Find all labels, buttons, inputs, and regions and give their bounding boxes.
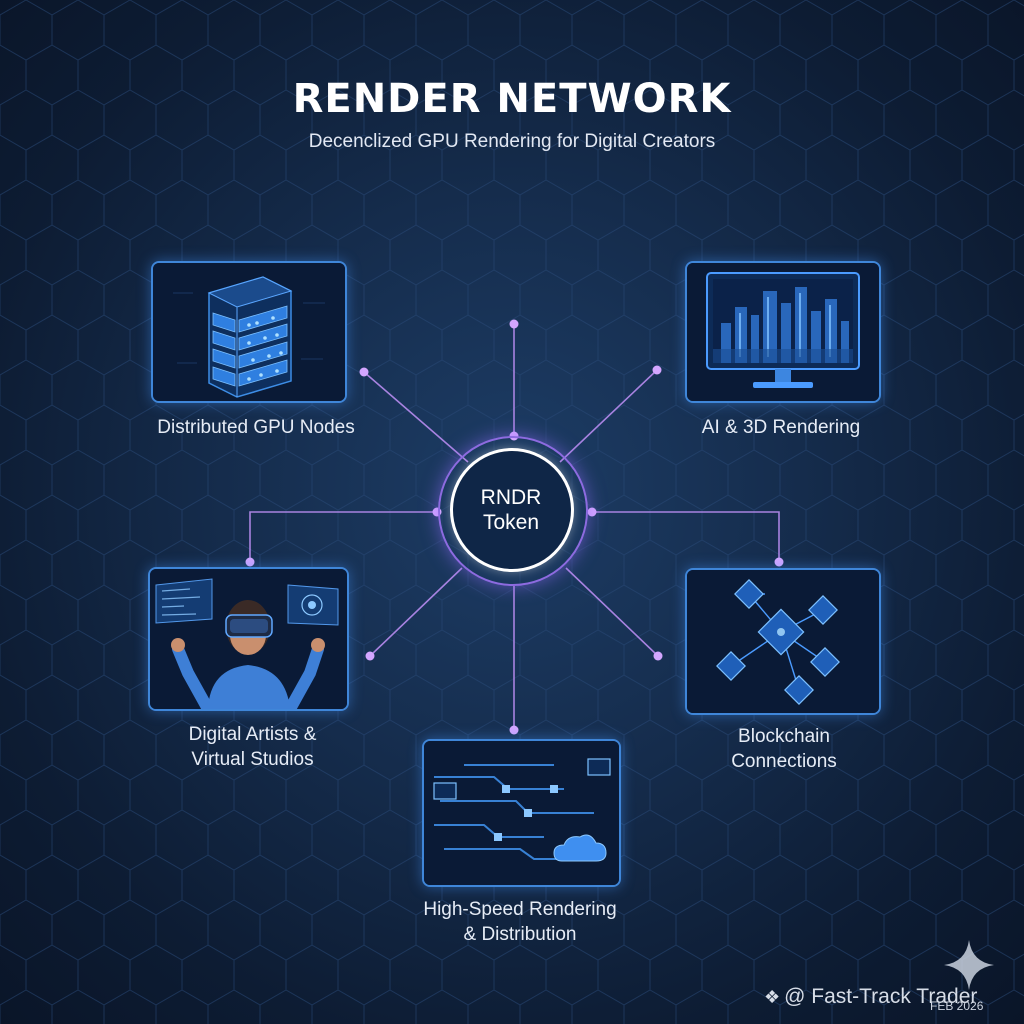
high-speed-label: High-Speed Rendering & Distribution (390, 897, 650, 947)
cloud-data-icon (424, 741, 619, 885)
hub-label-line2: Token (482, 511, 540, 534)
watermark-date: FEB 2026 (930, 999, 984, 1013)
watermark-handle-text: @ Fast-Track Trader (784, 985, 978, 1008)
blockchain-label-line1: Blockchain (738, 726, 830, 747)
artists-card (148, 567, 349, 711)
hub-label-line1: RNDR (480, 486, 542, 509)
watermark-handle: ❖@ Fast-Track Trader (764, 985, 977, 1009)
page-subtitle: Decenclized GPU Rendering for Digital Cr… (308, 131, 716, 152)
sparkle-icon (944, 940, 994, 990)
hub-inner-ring (450, 448, 574, 572)
high-speed-label-line1: High-Speed Rendering (423, 899, 617, 920)
monitor-city-icon (687, 263, 879, 401)
gpu-nodes-card (151, 261, 347, 403)
high-speed-label-line2: & Distribution (463, 924, 577, 945)
blockchain-label: Blockchain Connections (660, 724, 908, 774)
blockchain-label-line2: Connections (731, 751, 837, 772)
ai-3d-label: AI & 3D Rendering (701, 417, 861, 438)
server-rack-icon (153, 263, 345, 401)
hub-label: RNDR Token (438, 485, 584, 535)
blockchain-cubes-icon (687, 570, 879, 713)
hub-outer-ring (438, 436, 588, 586)
artists-label-line2: Virtual Studios (191, 749, 314, 770)
artists-label: Digital Artists & Virtual Studios (120, 722, 385, 772)
high-speed-card (422, 739, 621, 887)
ai-3d-card (685, 261, 881, 403)
gpu-nodes-label: Distributed GPU Nodes (157, 417, 355, 438)
rndr-token-hub: RNDR Token (438, 436, 588, 586)
blockchain-card (685, 568, 881, 715)
diamond-logo-icon: ❖ (764, 987, 781, 1007)
page-title: RENDER NETWORK (292, 76, 732, 122)
artists-label-line1: Digital Artists & (188, 724, 317, 745)
vr-headset-person-icon (150, 569, 347, 709)
